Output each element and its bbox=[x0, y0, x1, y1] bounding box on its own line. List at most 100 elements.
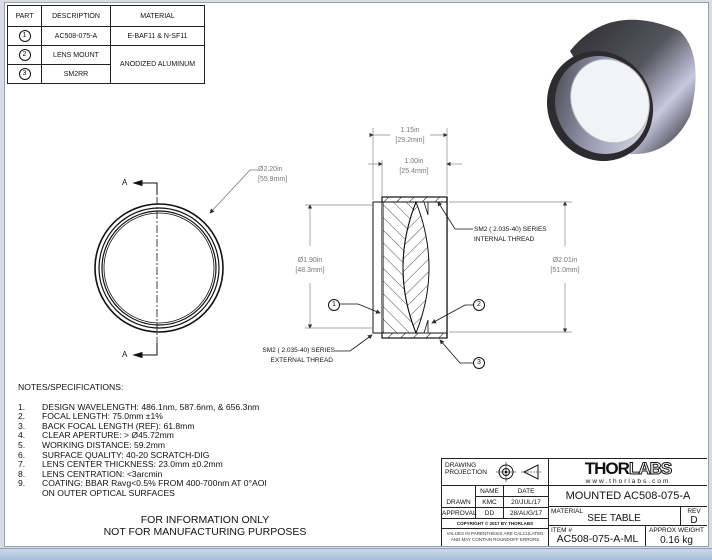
notes-list: 1. DESIGN WAVELENGTH: 486.1nm, 587.6nm, &… bbox=[18, 401, 267, 499]
window-bottom-bar bbox=[0, 548, 712, 560]
part-balloon: 1 bbox=[18, 30, 31, 42]
copyright: COPYRIGHT © 2017 BY THORLABS bbox=[442, 519, 549, 529]
drawn-name: KMC bbox=[475, 497, 504, 508]
note-number bbox=[18, 489, 42, 499]
front-view bbox=[94, 169, 258, 359]
thread-type: EXTERNAL THREAD bbox=[270, 357, 334, 364]
note-number: 9. bbox=[18, 478, 26, 489]
note-item: 9. COATING: BBAR Ravg<0.5% FROM 400-700nm… bbox=[18, 479, 267, 489]
note-text: SURFACE QUALITY: 40-20 SCRATCH-DIG bbox=[42, 449, 210, 460]
note-number: 4. bbox=[18, 430, 26, 441]
note-text: DESIGN WAVELENGTH: 486.1nm, 587.6nm, & 6… bbox=[42, 401, 260, 412]
drawing-projection: DRAWING PROJECTION bbox=[442, 459, 549, 486]
overall-length-dimension: 1.15in [29.2mm] bbox=[390, 126, 430, 146]
part-balloon: 3 bbox=[18, 68, 31, 80]
values-note-line: VALUES IN PARENTHESIS ARE CALCULATED bbox=[446, 531, 544, 536]
dim-in: Ø2.01in bbox=[552, 257, 578, 264]
note-item: 2.FOCAL LENGTH: 75.0mm ±1% bbox=[18, 412, 267, 422]
note-item: 1. DESIGN WAVELENGTH: 486.1nm, 587.6nm, &… bbox=[18, 401, 267, 413]
notes-specifications: NOTES/SPECIFICATIONS: 1. DESIGN WAVELENGT… bbox=[18, 382, 267, 499]
weight-label: APPROX WEIGHT bbox=[649, 527, 704, 534]
balloon-2: 2 bbox=[473, 299, 485, 311]
drawn-date: 20/JUL/17 bbox=[504, 497, 549, 508]
part-balloon: 2 bbox=[18, 49, 31, 61]
third-angle-projection-icon bbox=[496, 462, 542, 482]
parts-table: PART DESCRIPTION MATERIAL 1 AC508-075-A … bbox=[7, 5, 205, 84]
body-length-dimension: 1.00in [25.4mm] bbox=[394, 157, 434, 177]
description-cell: SM2RR bbox=[41, 64, 111, 84]
thread-type: INTERNAL THREAD bbox=[474, 236, 535, 243]
note-number: 1. bbox=[18, 401, 26, 412]
note-item: ON OUTER OPTICAL SURFACES bbox=[18, 487, 267, 499]
note-number: 8. bbox=[18, 468, 26, 479]
dim-mm: [29.2mm] bbox=[395, 137, 425, 144]
drawing-title: MOUNTED AC508-075-A bbox=[549, 486, 707, 507]
material-label: MATERIAL bbox=[551, 508, 584, 515]
rev-value: D bbox=[690, 515, 698, 526]
note-item: 8. LENS CENTRATION: <3arcmin bbox=[18, 468, 267, 480]
external-thread-label: SM2 ( 2.035-40) SERIES EXTERNAL THREAD bbox=[255, 346, 335, 366]
dim-in: Ø1.90in bbox=[297, 257, 323, 264]
approval-label: APPROVAL bbox=[442, 510, 477, 519]
dim-in: Ø2.20in bbox=[258, 166, 283, 173]
table-row: 3 SM2RR bbox=[7, 64, 205, 84]
note-text: ON OUTER OPTICAL SURFACES bbox=[42, 487, 175, 498]
note-item: 3.BACK FOCAL LENGTH (REF): 61.8mm bbox=[18, 420, 267, 432]
material-cell: MATERIAL SEE TABLE bbox=[549, 507, 681, 526]
note-number: 7. bbox=[18, 459, 26, 470]
note-text: LENS CENTRATION: <3arcmin bbox=[42, 468, 163, 479]
note-text: WORKING DISTANCE: 59.2mm bbox=[42, 439, 166, 450]
balloon-3: 3 bbox=[473, 357, 485, 369]
rev-label: REV bbox=[687, 508, 701, 515]
table-row: 2 LENS MOUNT ANODIZED ALUMINUM bbox=[7, 45, 205, 84]
outer-diameter-dimension: Ø2.01in [51.0mm] bbox=[545, 256, 585, 276]
isometric-render bbox=[546, 19, 696, 162]
note-text: COATING: BBAR Ravg<0.5% FROM 400-700nm A… bbox=[42, 478, 267, 489]
logo-thor: THOR bbox=[584, 459, 630, 478]
table-row: 1 AC508-075-A E-BAF11 & N-SF11 bbox=[7, 26, 205, 46]
item-cell: ITEM # AC508-075-A-ML bbox=[549, 526, 646, 546]
dimension-lines bbox=[305, 128, 572, 333]
note-item: 4. CLEAR APERTURE: > Ø45.72mm bbox=[18, 431, 267, 441]
note-number: 3. bbox=[18, 420, 26, 431]
logo-labs: LABS bbox=[628, 459, 672, 478]
website: www.thorlabs.com bbox=[585, 478, 671, 485]
material-cell: ANODIZED ALUMINUM bbox=[110, 45, 205, 84]
balloon-1: 1 bbox=[328, 299, 340, 311]
thorlabs-logo: THORLABS www.thorlabs.com bbox=[549, 459, 707, 486]
dim-mm: [48.3mm] bbox=[295, 267, 325, 274]
dim-mm: [51.0mm] bbox=[550, 267, 580, 274]
weight-cell: APPROX WEIGHT 0.16 kg bbox=[646, 526, 707, 546]
section-marker-top: A bbox=[122, 178, 128, 187]
note-item: 5. WORKING DISTANCE: 59.2mm bbox=[18, 439, 267, 451]
note-number: 6. bbox=[18, 449, 26, 460]
drawn-label: DRAWN bbox=[442, 497, 475, 508]
thread-spec: SM2 ( 2.035-40) SERIES bbox=[474, 226, 547, 233]
date-header: DATE bbox=[504, 486, 549, 497]
dim-in: 1.15in bbox=[400, 127, 420, 134]
front-diameter-dimension: Ø2.20in [55.9mm] bbox=[258, 165, 287, 185]
dim-mm: [55.9mm] bbox=[258, 176, 288, 183]
values-note: VALUES IN PARENTHESIS ARE CALCULATED AND… bbox=[442, 529, 549, 546]
info-only-notice: FOR INFORMATION ONLY bbox=[140, 514, 270, 526]
note-number: 5. bbox=[18, 439, 26, 450]
note-text: CLEAR APERTURE: > Ø45.72mm bbox=[42, 430, 174, 441]
weight-value: 0.16 kg bbox=[660, 535, 693, 546]
material-value: SEE TABLE bbox=[587, 513, 641, 524]
thread-spec: SM2 ( 2.035-40) SERIES bbox=[262, 347, 335, 354]
name-header: NAME bbox=[475, 486, 504, 497]
values-note-line: AND MAY CONTAIN ROUNDOFF ERRORS bbox=[450, 537, 540, 542]
not-for-manufacturing-notice: NOT FOR MANUFACTURING PURPOSES bbox=[103, 526, 307, 538]
dim-in: 1.00in bbox=[404, 158, 424, 165]
approval-date: 28/AUG/17 bbox=[504, 508, 549, 519]
projection-label: DRAWING PROJECTION bbox=[445, 462, 487, 476]
title-block: DRAWING PROJECTION NAME DATE DRAWN KMC 2… bbox=[441, 458, 707, 546]
inner-diameter-dimension: Ø1.90in [48.3mm] bbox=[290, 256, 330, 276]
approval-name: DD bbox=[475, 508, 504, 519]
note-item: 6. SURFACE QUALITY: 40-20 SCRATCH-DIG bbox=[18, 449, 267, 461]
section-marker-bottom: A bbox=[122, 350, 128, 359]
note-number: 2. bbox=[18, 411, 26, 422]
notes-title: NOTES/SPECIFICATIONS: bbox=[18, 382, 124, 392]
note-item: 7.LENS CENTER THICKNESS: 23.0mm ±0.2mm bbox=[18, 460, 267, 470]
